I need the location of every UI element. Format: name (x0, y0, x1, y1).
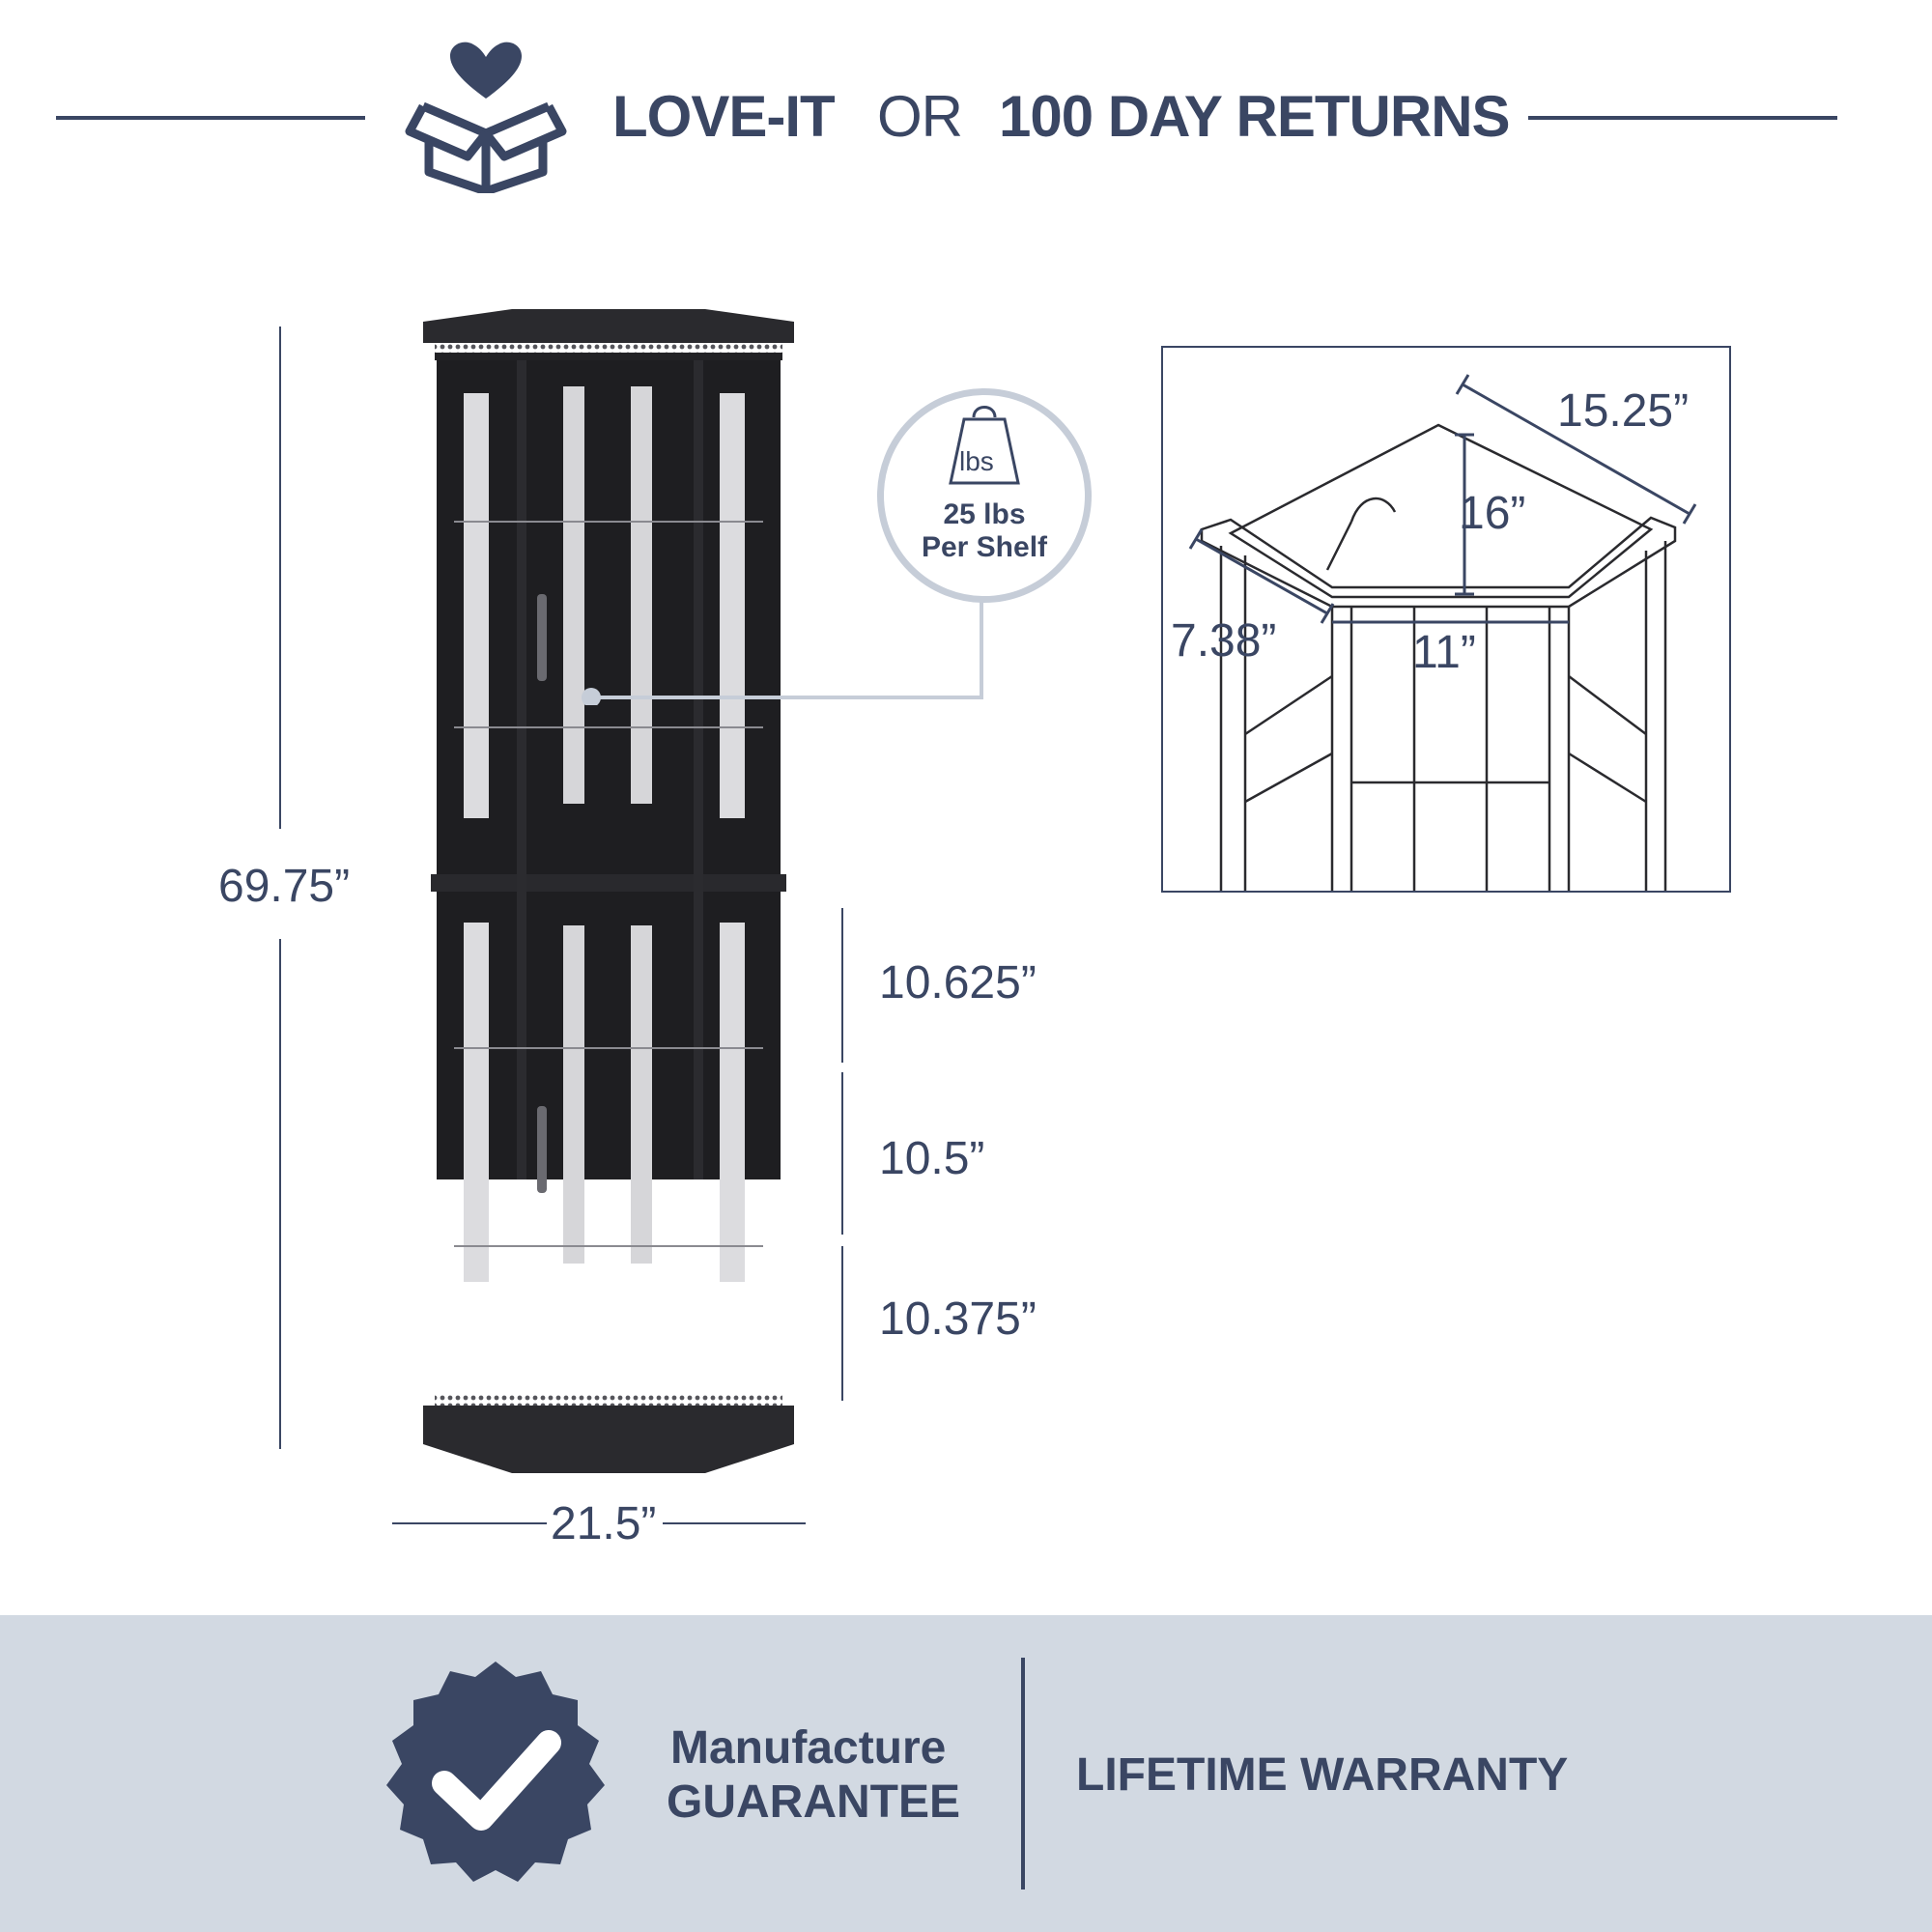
width-line-left (392, 1522, 547, 1524)
weight-callout-line (582, 580, 983, 705)
weight-per-shelf: Per Shelf (921, 531, 1048, 563)
heart-box-icon (405, 42, 567, 193)
header-rule-right (1528, 116, 1837, 120)
footer-band (0, 1615, 1932, 1932)
shelf-gap-2-label: 10.5” (879, 1133, 985, 1184)
header-rule-left (56, 116, 365, 120)
header-love-it: LOVE-IT (612, 84, 836, 149)
shelf-gap-3-label: 10.375” (879, 1293, 1037, 1345)
weight-unit: lbs (959, 446, 994, 476)
side-front-label: 7.38” (1171, 615, 1277, 667)
gap-line-3 (841, 1246, 843, 1401)
footer-guarantee: GUARANTEE (667, 1776, 961, 1828)
footer-divider (1021, 1658, 1025, 1889)
height-label: 69.75” (218, 861, 351, 912)
check-seal-icon (386, 1662, 605, 1882)
width-label: 21.5” (551, 1498, 657, 1549)
footer-manufacture: Manufacture (670, 1722, 947, 1774)
height-line-bottom (279, 939, 281, 1449)
weight-badge (877, 388, 1092, 603)
depth-label: 16” (1459, 488, 1526, 539)
gap-line-1 (841, 908, 843, 1063)
corner-cabinet-image (423, 309, 794, 1473)
top-view-frame (1161, 346, 1731, 893)
shelf-gap-1-label: 10.625” (879, 957, 1037, 1009)
gap-line-2 (841, 1072, 843, 1235)
header-returns: 100 DAY RETURNS (999, 84, 1511, 149)
side-top-label: 15.25” (1557, 385, 1690, 437)
top-view-drawing (1188, 374, 1697, 891)
weight-capacity: 25 lbs (943, 498, 1026, 530)
footer-warranty: LIFETIME WARRANTY (1076, 1749, 1569, 1801)
front-label: 11” (1412, 627, 1476, 678)
weight-icon (949, 406, 1020, 485)
width-line-right (663, 1522, 806, 1524)
header-or: OR (877, 84, 963, 149)
height-line-top (279, 327, 281, 829)
